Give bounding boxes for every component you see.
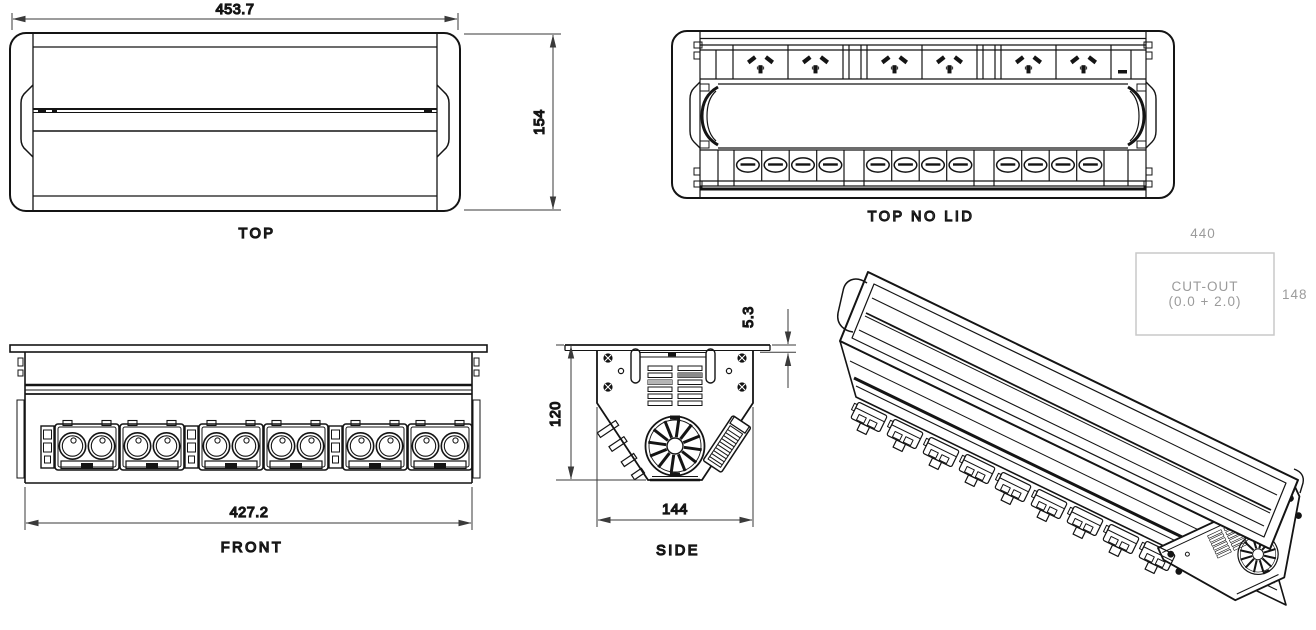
dim-side-width xyxy=(596,407,754,527)
cable-slot-band xyxy=(700,149,1146,191)
view-side: 5.3 120 144 SIDE xyxy=(547,306,796,560)
connector-module-icon xyxy=(342,419,408,471)
latch-icon xyxy=(184,425,199,469)
dim-side-flange xyxy=(760,309,796,388)
latch-icon xyxy=(328,425,343,469)
view-top-no-lid-label: TOP NO LID xyxy=(868,209,975,225)
dim-top-height xyxy=(464,33,561,211)
iso-handle-right-icon xyxy=(1293,468,1304,494)
side-tab-icon xyxy=(630,467,646,481)
power-outlet-icon xyxy=(880,54,909,75)
view-top-label: TOP xyxy=(238,226,275,242)
dim-top-height-value: 154 xyxy=(532,109,548,135)
power-outlet-icon xyxy=(746,54,775,75)
iso-handle-icon xyxy=(836,278,868,333)
connector-row xyxy=(40,419,473,471)
cable-slot-icon xyxy=(865,156,891,174)
connector-module-icon xyxy=(54,419,120,471)
side-tab-icon xyxy=(620,452,638,468)
cable-slot-icon xyxy=(893,156,918,174)
outlet-band xyxy=(700,44,1146,80)
dim-front-width xyxy=(24,487,473,530)
power-outlet-icon xyxy=(801,54,830,75)
view-top: 453.7 154 TOP xyxy=(9,1,561,243)
power-outlet-icon xyxy=(1069,54,1098,75)
cable-slot-icon xyxy=(1077,156,1103,174)
fan-icon xyxy=(644,414,706,478)
power-outlet-icon xyxy=(1014,54,1043,75)
top-no-lid-handle-right-icon xyxy=(1145,81,1157,149)
dim-top-width xyxy=(11,13,459,30)
cable-slot-icon xyxy=(995,156,1021,174)
connector-module-icon xyxy=(407,419,473,471)
side-tab-icon xyxy=(596,419,620,439)
screw-icon xyxy=(602,352,614,364)
dim-side-height xyxy=(556,344,646,481)
dim-side-flange-value: 5.3 xyxy=(741,306,757,328)
connector-module-icon xyxy=(263,419,329,471)
cable-slot-icon xyxy=(817,156,843,174)
dim-side-height-value: 120 xyxy=(548,401,564,427)
top-handle-left-icon xyxy=(20,84,34,158)
screw-icon xyxy=(602,381,614,393)
vent-slots-icon xyxy=(647,365,673,407)
side-tab-icon xyxy=(608,435,628,453)
cable-slot-icon xyxy=(1022,156,1049,174)
power-outlet-icon xyxy=(935,54,964,75)
view-front: 427.2 FRONT xyxy=(9,344,488,557)
side-connector-icon xyxy=(702,415,752,473)
cable-slot-icon xyxy=(1050,156,1076,174)
cable-slot-icon xyxy=(790,156,816,174)
cable-slot-icon xyxy=(920,156,946,174)
iso-lid xyxy=(836,271,1304,550)
top-handle-right-icon xyxy=(436,84,450,158)
cutout-note: 440 148 CUT-OUT (0.0 + 2.0) xyxy=(1135,226,1308,336)
screw-icon xyxy=(736,381,748,393)
view-isometric xyxy=(836,271,1304,606)
cable-slot-icon xyxy=(763,156,788,174)
cable-channel xyxy=(699,83,1147,149)
cable-slot-icon xyxy=(947,156,973,174)
cutout-width-value: 440 xyxy=(1190,226,1216,241)
dim-front-width-value: 427.2 xyxy=(230,505,269,521)
cutout-tolerance: (0.0 + 2.0) xyxy=(1169,294,1242,309)
screw-icon xyxy=(736,352,748,364)
view-top-no-lid: TOP NO LID xyxy=(671,30,1175,226)
connector-module-icon xyxy=(119,419,185,471)
latch-icon xyxy=(40,425,55,469)
vent-slots-icon xyxy=(677,365,703,407)
cutout-title: CUT-OUT xyxy=(1172,279,1239,294)
cable-slot-icon xyxy=(735,156,761,174)
dim-side-width-value: 144 xyxy=(662,502,688,518)
cutout-height-value: 148 xyxy=(1282,287,1308,302)
top-no-lid-handle-left-icon xyxy=(689,81,701,149)
view-side-label: SIDE xyxy=(656,543,700,559)
view-front-label: FRONT xyxy=(221,540,283,556)
connector-module-icon xyxy=(198,419,264,471)
dim-top-width-value: 453.7 xyxy=(216,2,255,18)
